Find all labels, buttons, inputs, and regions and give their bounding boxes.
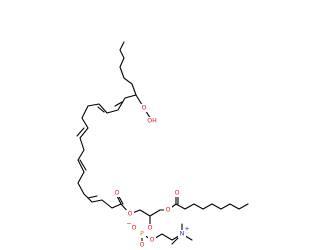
left-carbonyl-oxygen: O bbox=[115, 190, 120, 197]
pentyl-tail bbox=[119, 41, 137, 96]
phosphate-ester-oxygen: O bbox=[148, 225, 153, 232]
glycerol-carbons bbox=[129, 209, 161, 217]
positive-charge: + bbox=[184, 226, 189, 233]
left-ester-oxygen: O bbox=[128, 211, 133, 218]
right-ester-oxygen: O bbox=[166, 207, 171, 214]
chain-double-bond-a bbox=[76, 127, 85, 137]
phosphorus-atom: P bbox=[140, 231, 144, 238]
structure-drawing: O OH O O O O O bbox=[76, 41, 249, 249]
hydroperoxy-oxygen: O bbox=[142, 105, 147, 112]
oxidized-fatty-acid-chain bbox=[76, 41, 153, 209]
hydroperoxy-group: O OH bbox=[140, 104, 158, 125]
saturated-fatty-acid-chain bbox=[175, 203, 249, 210]
stearoyl-tail-segment bbox=[175, 203, 249, 210]
ammonium-nitrogen: N bbox=[180, 231, 185, 238]
hydroperoxy-hydroxyl: OH bbox=[147, 118, 157, 125]
choline-oxygen: O bbox=[150, 237, 155, 244]
phosphate-double-oxygen: O bbox=[140, 242, 145, 249]
right-carbonyl-oxygen: O bbox=[175, 190, 180, 197]
atom-labels: O O O O O P O O − O N + bbox=[113, 189, 190, 249]
diene-double-bond-1 bbox=[114, 101, 123, 107]
acyl-chain-upper bbox=[77, 105, 122, 209]
diene-double-bond-2 bbox=[97, 106, 105, 113]
phosphate-anionic-oxygen: O bbox=[132, 225, 137, 232]
chain-double-bond-b bbox=[79, 159, 87, 171]
negative-charge: − bbox=[126, 221, 131, 228]
choline-ethyl bbox=[151, 233, 183, 241]
molecule-canvas: O OH O O O O O bbox=[76, 41, 249, 249]
chain-double-bond-c bbox=[87, 195, 98, 199]
conjugated-diene bbox=[87, 94, 137, 114]
